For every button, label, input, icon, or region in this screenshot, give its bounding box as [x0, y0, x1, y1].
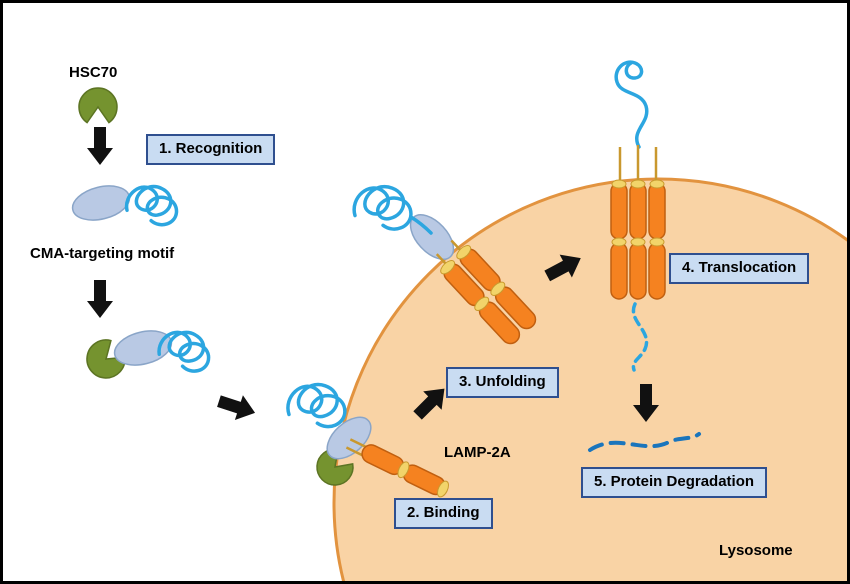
cma-targeting-motif-label: CMA-targeting motif: [30, 245, 175, 262]
step-label-unfolding: 3. Unfolding: [446, 367, 559, 398]
lamp2a-label: LAMP-2A: [444, 444, 511, 461]
lamp2a-cap: [490, 281, 506, 296]
arrow-complex-formation-icon: [87, 280, 113, 318]
lamp2a-cylinder: [648, 182, 666, 240]
lamp2a-cap: [630, 237, 646, 247]
lysosome-label: Lysosome: [719, 542, 793, 559]
lamp2a-cap: [456, 245, 472, 260]
lamp2a-cap: [649, 179, 665, 189]
step-label-binding: 2. Binding: [394, 498, 493, 529]
substrate-protein-translocating: [614, 60, 649, 149]
lamp2a-cylinder: [629, 242, 647, 300]
lamp2a-cap: [436, 480, 449, 498]
step-label-recognition: 1. Recognition: [146, 134, 276, 165]
arrow-recognition-icon: [87, 127, 113, 165]
substrate-protein-tail: [409, 215, 433, 235]
lamp2a-cylinder: [402, 464, 446, 496]
degraded-protein-dashed-line: [588, 432, 701, 452]
lamp2a-cylinder: [648, 242, 666, 300]
lamp2a-cap: [440, 260, 456, 275]
step-label-protein-degradation: 5. Protein Degradation: [581, 467, 768, 498]
arrow-to-binding-icon: [214, 388, 260, 426]
substrate-protein-squiggle-binding: [286, 382, 347, 431]
lamp2a-cylinder: [629, 182, 647, 240]
lamp2a-cap: [611, 179, 627, 189]
lamp2a-cylinder: [610, 242, 628, 300]
step-label-translocation: 4. Translocation: [669, 253, 810, 284]
lamp2a-cap: [649, 237, 665, 247]
lamp2a-cap: [630, 179, 646, 189]
hsc70-label: HSC70: [69, 64, 118, 81]
lamp2a-translocation-complex: [610, 145, 666, 300]
lamp2a-cap: [474, 296, 490, 311]
lamp2a-receptor-unfolding: [435, 239, 537, 345]
lamp2a-cap: [611, 237, 627, 247]
hsc70-chaperone-icon: [78, 87, 118, 124]
substrate-protein-squiggle-unfolding: [353, 185, 412, 232]
lamp2a-receptor-binding: [345, 438, 449, 498]
chaperone-ellipse-recognition: [71, 185, 131, 221]
lamp2a-cap: [397, 461, 410, 479]
substrate-protein-squiggle-1: [127, 187, 177, 225]
hsc70-chaperone-bound-icon: [86, 339, 126, 379]
lamp2a-cylinder: [610, 182, 628, 240]
substrate-protein-entering-lumen: [631, 302, 649, 372]
chaperone-ellipse-binding: [326, 416, 372, 460]
